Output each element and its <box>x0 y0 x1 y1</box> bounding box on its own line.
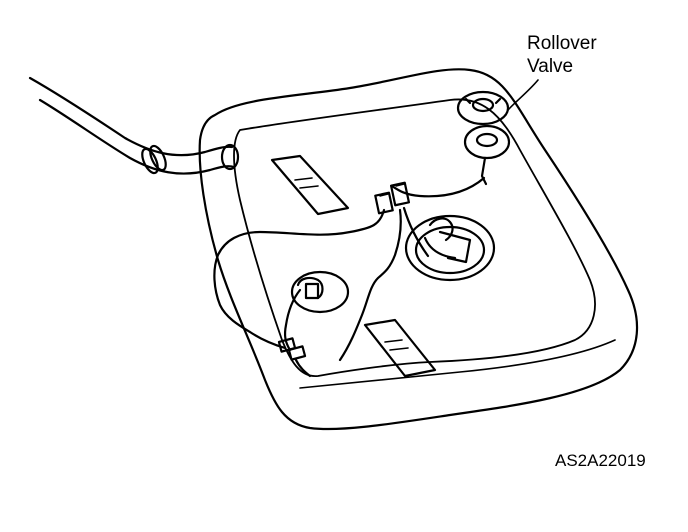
rollover-valve-cap-center <box>471 97 495 113</box>
hose-clamp-b <box>149 144 167 172</box>
tank-bottom-lip <box>299 339 616 389</box>
rollover-valve-label-line2: Valve <box>527 56 574 77</box>
rollover-valve-port <box>475 132 499 148</box>
rollover-valve-stem <box>480 156 488 186</box>
connector-detail <box>379 183 405 197</box>
rollover-valve-cap-ticks <box>464 97 502 105</box>
rollover-valve-body <box>463 124 511 160</box>
pump-feed-wire <box>402 206 430 258</box>
tank-label-plate-b <box>363 318 437 378</box>
sender-unit-flange <box>290 270 350 314</box>
callout-leader-line <box>507 79 539 111</box>
harness-tail <box>294 358 312 378</box>
rollover-valve-cap <box>456 90 510 126</box>
figure-id: AS2A22019 <box>555 451 646 470</box>
fuel-pump-fitting <box>428 217 472 264</box>
sender-unit-grommet <box>296 276 324 300</box>
sender-connector <box>304 282 320 300</box>
fuel-tank-outline <box>198 68 639 431</box>
fuel-pump-inner-ring <box>414 225 486 275</box>
harness-connector-b <box>389 181 411 207</box>
filler-hose-lower-edge <box>38 98 236 175</box>
valve-wire-harness <box>390 176 486 198</box>
harness-connector-a <box>374 191 394 215</box>
tank-top-face-edge <box>233 98 596 377</box>
harness-clip-b <box>287 345 307 361</box>
fuel-pump-flange <box>404 214 496 282</box>
sender-wire <box>283 288 302 352</box>
main-wire-harness <box>213 208 386 350</box>
fuel-pump-lines <box>423 236 457 260</box>
main-wire-harness-2 <box>338 208 402 362</box>
filler-hose-upper-edge <box>28 76 234 157</box>
tank-label-lines-b <box>384 339 409 351</box>
tank-label-lines-a <box>294 177 319 189</box>
tank-label-plate-a <box>270 154 350 216</box>
hose-clamp-a <box>141 147 159 175</box>
hose-tank-fitting <box>220 143 240 171</box>
rollover-valve-label-line1: Rollover <box>527 33 597 54</box>
